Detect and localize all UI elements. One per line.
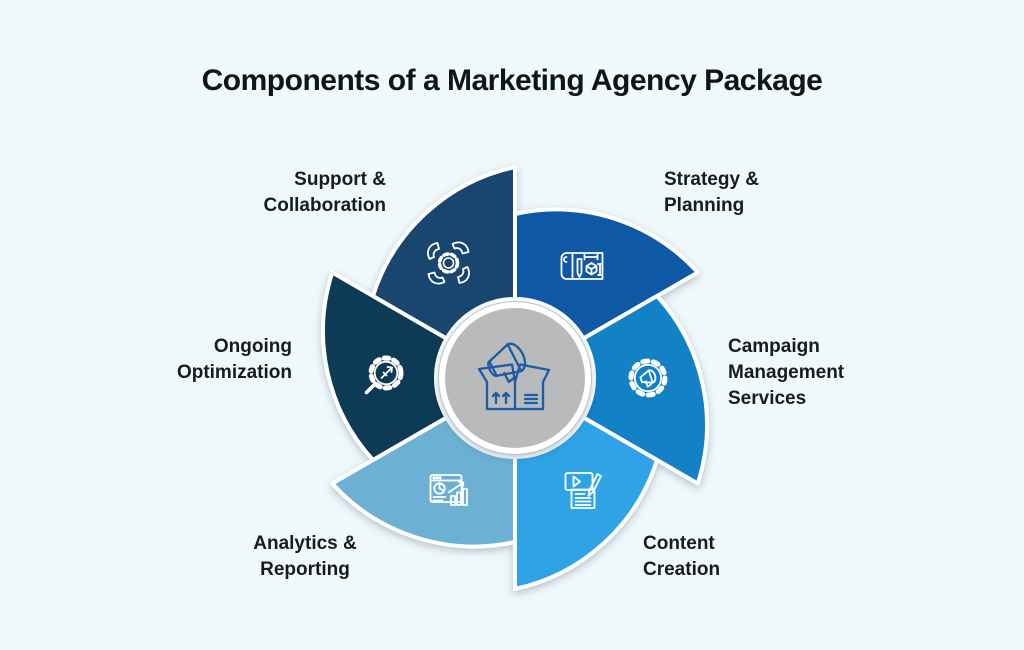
label-line: Management xyxy=(728,362,845,383)
label-line: Creation xyxy=(643,559,721,580)
blade-support-collaboration xyxy=(370,165,517,341)
blade-ongoing-optimization xyxy=(321,270,449,462)
label-campaign-management: Campaign Management Services xyxy=(728,334,844,412)
label-line: Strategy & xyxy=(664,169,760,190)
label-content-creation: Content Creation xyxy=(643,531,720,583)
label-line: Reporting xyxy=(260,559,350,580)
pinwheel-blades xyxy=(321,165,709,591)
blueprint-planning-icon xyxy=(560,252,604,280)
page-title: Components of a Marketing Agency Package xyxy=(201,64,823,97)
label-line: Campaign xyxy=(728,336,820,357)
blade-strategy-planning xyxy=(513,207,700,341)
dashboard-charts-icon xyxy=(429,474,468,506)
video-document-pencil-icon xyxy=(564,472,602,509)
label-support-collaboration: Support & Collaboration xyxy=(223,167,386,219)
label-line: Optimization xyxy=(176,362,292,383)
blade-analytics-reporting xyxy=(330,415,517,549)
label-analytics-reporting: Analytics & Reporting xyxy=(224,531,386,583)
label-line: Analytics & xyxy=(253,533,357,554)
label-line: Ongoing xyxy=(213,336,292,357)
label-strategy-planning: Strategy & Planning xyxy=(664,167,759,219)
gear-magnifier-icon xyxy=(364,355,404,395)
label-ongoing-optimization: Ongoing Optimization xyxy=(130,334,292,386)
label-line: Collaboration xyxy=(263,195,386,216)
label-line: Services xyxy=(728,388,807,409)
hands-around-gear-icon xyxy=(427,241,470,285)
label-line: Support & xyxy=(294,169,386,190)
gear-megaphone-icon xyxy=(628,358,668,398)
blade-content-creation xyxy=(513,415,660,591)
blade-campaign-management xyxy=(581,294,709,486)
label-line: Content xyxy=(643,533,715,554)
megaphone-in-box-icon xyxy=(477,342,551,411)
label-line: Planning xyxy=(664,195,745,216)
